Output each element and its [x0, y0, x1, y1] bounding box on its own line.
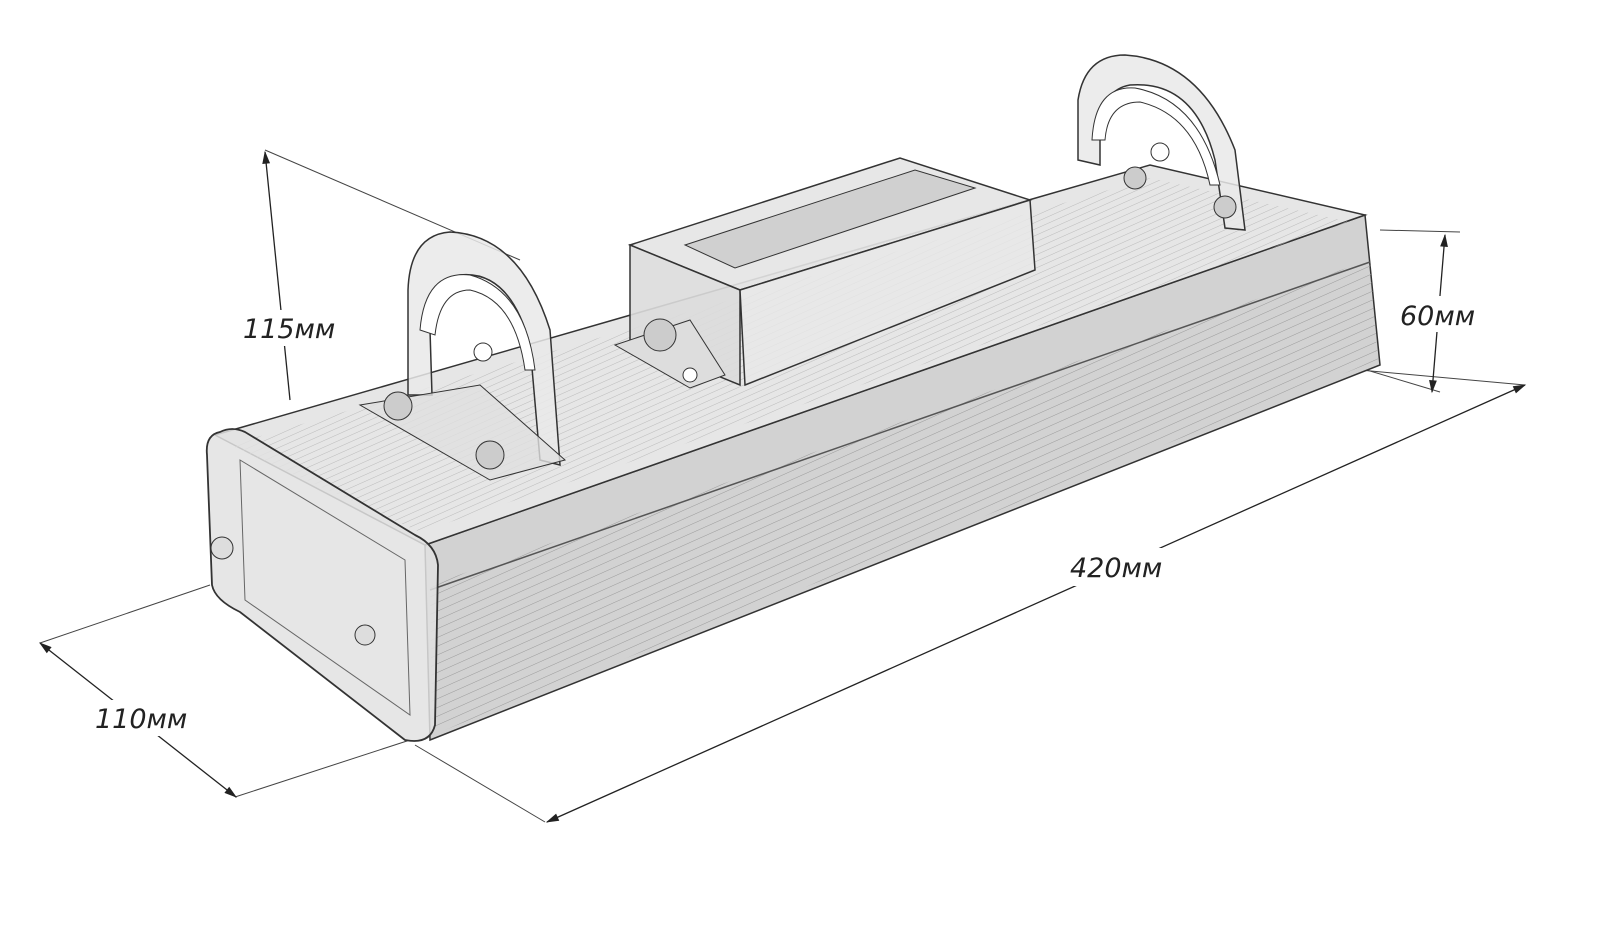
dimension-label-height-total: 115мм [243, 314, 335, 345]
housing-end-cap [205, 428, 439, 742]
dimension-label-width: 110мм [95, 704, 187, 735]
dimension-label-height-body: 60мм [1400, 301, 1475, 332]
bracket-screw [475, 440, 505, 470]
bracket-screw [1123, 166, 1147, 190]
end-cap-screw [354, 624, 376, 646]
bracket-screw [383, 391, 413, 421]
cable-gland [210, 536, 234, 560]
dimension-label-length: 420мм [1070, 553, 1162, 584]
driver-box [613, 157, 1036, 389]
bracket-screw [1213, 195, 1237, 219]
end-cap-inner [239, 459, 411, 716]
dimension-line-115 [262, 150, 291, 401]
dimension-line-420 [545, 384, 1527, 823]
mounting-bracket-front [358, 231, 567, 481]
driver-cable-gland [643, 318, 677, 352]
mounting-bracket-rear [1077, 54, 1246, 231]
